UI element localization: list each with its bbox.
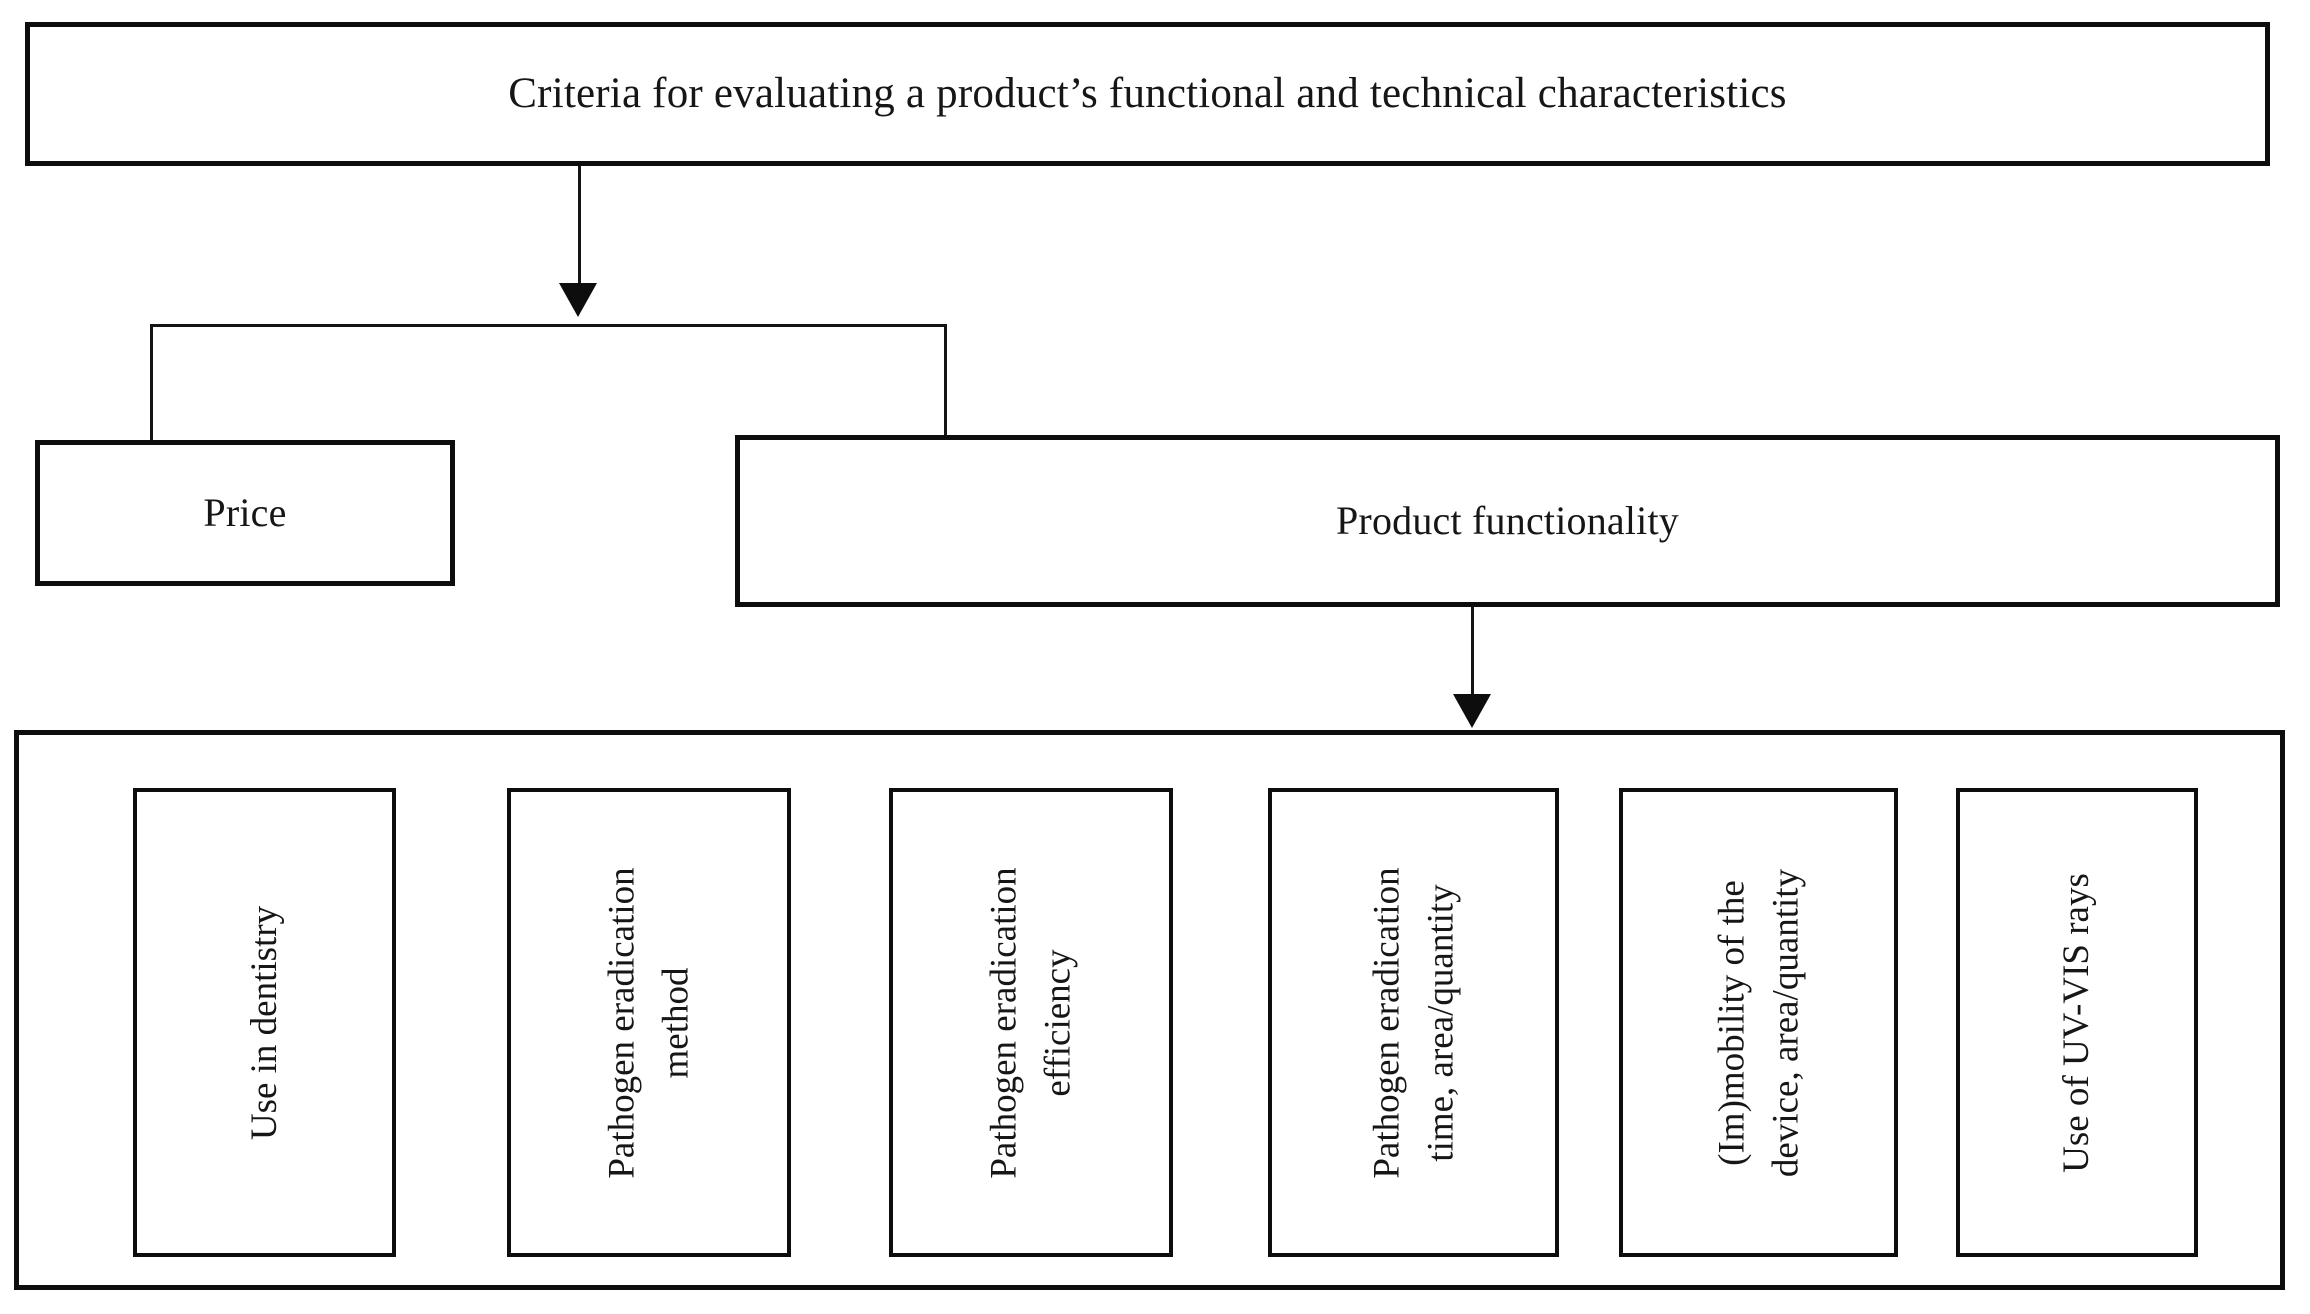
criterion-box-use-of-uv-vis-rays: Use of UV-VIS rays bbox=[1956, 788, 2198, 1257]
criterion-label-pathogen-eradication-method: Pathogen eradication method bbox=[601, 866, 696, 1179]
bracket-horizontal bbox=[150, 324, 947, 327]
criteria-container: Use in dentistry Pathogen eradication me… bbox=[14, 730, 2285, 1290]
criterion-box-use-in-dentistry: Use in dentistry bbox=[133, 788, 396, 1257]
arrowhead-functionality-to-criteria bbox=[1453, 694, 1491, 728]
criterion-label-use-of-uv-vis-rays: Use of UV-VIS rays bbox=[2056, 872, 2098, 1173]
product-functionality-box: Product functionality bbox=[735, 435, 2280, 607]
criterion-label-immobility-of-device: (Im)mobility of the device, area/quantit… bbox=[1710, 868, 1806, 1177]
criterion-label-pathogen-eradication-time: Pathogen eradication time, area/quantity bbox=[1365, 866, 1461, 1179]
product-functionality-box-label: Product functionality bbox=[1335, 498, 1680, 543]
connector-functionality-to-criteria bbox=[1471, 607, 1474, 697]
title-box: Criteria for evaluating a product’s func… bbox=[25, 22, 2270, 166]
criterion-box-pathogen-eradication-efficiency: Pathogen eradication efficiency bbox=[889, 788, 1173, 1257]
price-box: Price bbox=[35, 440, 455, 586]
bracket-drop-left bbox=[150, 324, 153, 442]
bracket-drop-right bbox=[944, 324, 947, 437]
criterion-box-pathogen-eradication-time: Pathogen eradication time, area/quantity bbox=[1268, 788, 1559, 1257]
price-box-label: Price bbox=[203, 490, 287, 535]
title-box-label: Criteria for evaluating a product’s func… bbox=[508, 70, 1787, 118]
criterion-box-immobility-of-device: (Im)mobility of the device, area/quantit… bbox=[1619, 788, 1898, 1257]
criterion-label-use-in-dentistry: Use in dentistry bbox=[243, 905, 285, 1140]
connector-title-to-bracket bbox=[578, 166, 581, 286]
criterion-label-pathogen-eradication-efficiency: Pathogen eradication efficiency bbox=[983, 866, 1078, 1179]
arrowhead-title-to-bracket bbox=[559, 283, 597, 317]
criterion-box-pathogen-eradication-method: Pathogen eradication method bbox=[507, 788, 791, 1257]
